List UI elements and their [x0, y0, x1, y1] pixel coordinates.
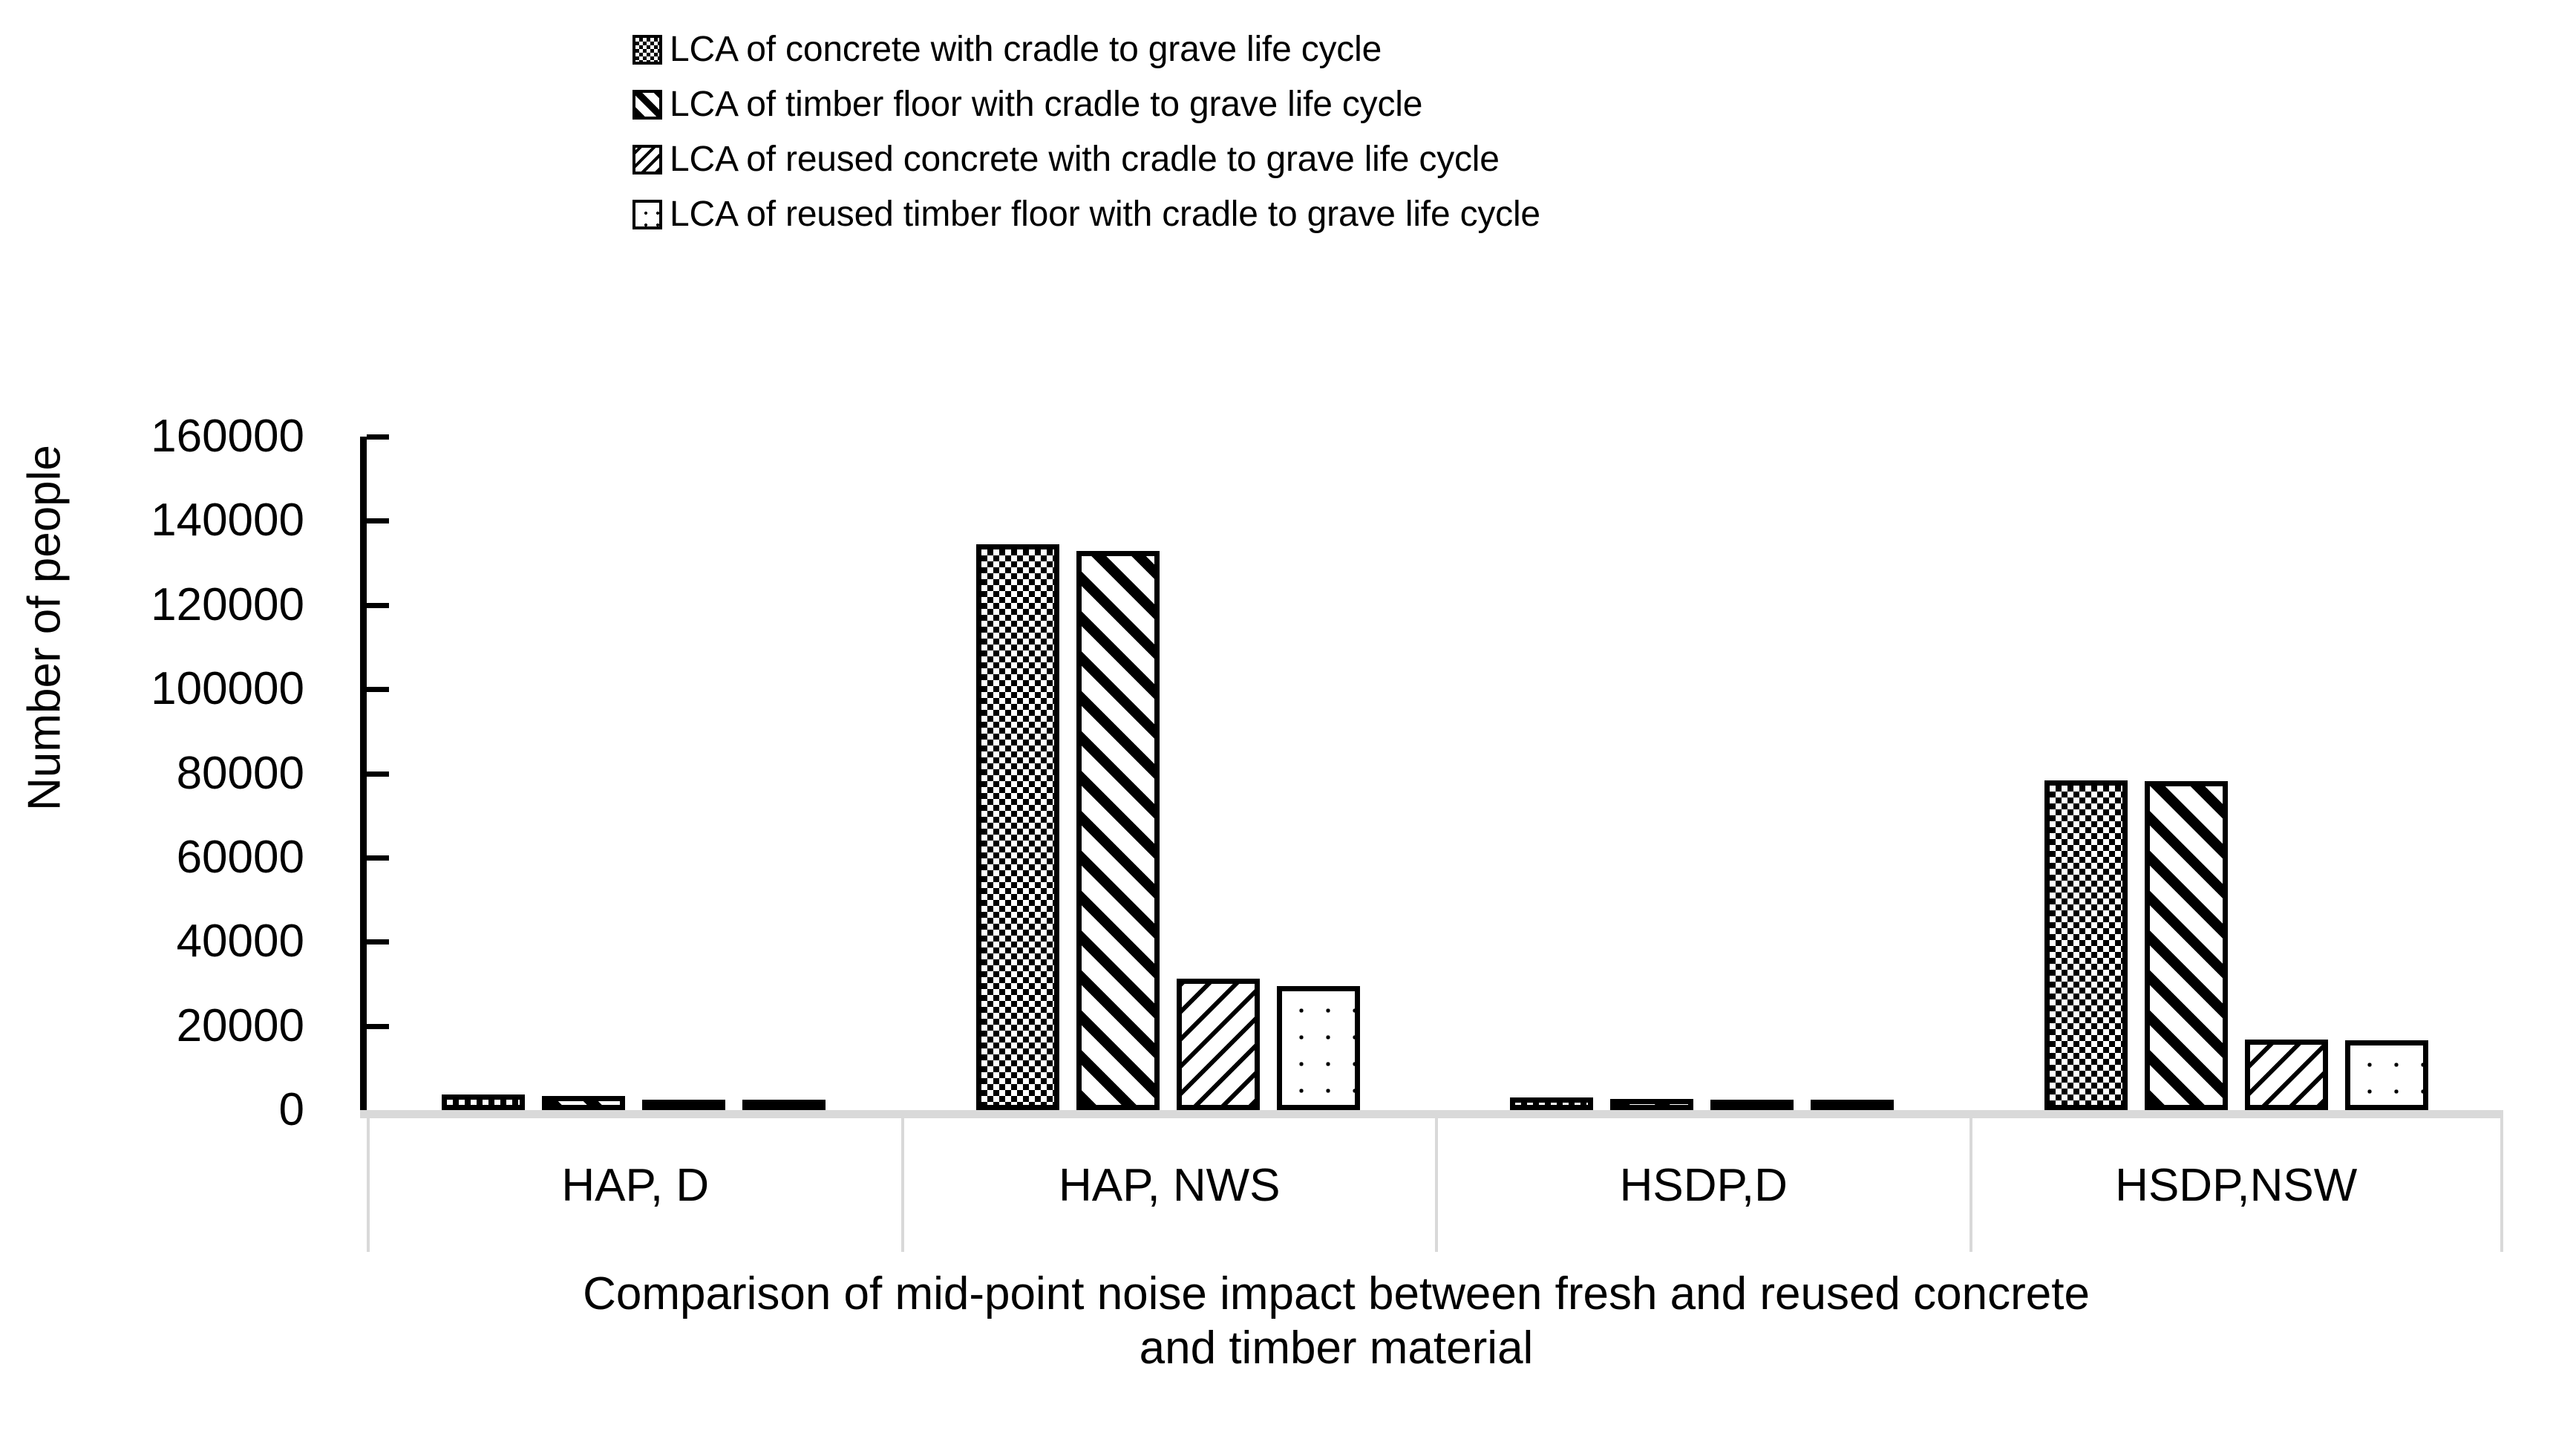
y-axis-tick-mark [367, 855, 389, 861]
legend-item: LCA of timber floor with cradle to grave… [632, 77, 2117, 132]
y-axis-tick-mark [367, 602, 389, 608]
y-axis-tick-label: 0 [278, 1084, 304, 1135]
y-axis-tick-label: 40000 [176, 916, 304, 968]
y-axis-tick-label: 20000 [176, 999, 304, 1051]
x-axis-category-cell: HAP, NWS [900, 1118, 1436, 1252]
x-axis-title-line: and timber material [1139, 1322, 1534, 1374]
y-axis-tick-label: 160000 [151, 411, 304, 462]
x-axis-category-label: HAP, D [561, 1159, 710, 1211]
bar [542, 1096, 626, 1110]
plot-area [367, 437, 2503, 1110]
bar [2044, 780, 2128, 1110]
bar-group [901, 437, 1436, 1110]
legend-swatch-dotted-icon [632, 200, 662, 229]
bar [1811, 1100, 1895, 1110]
legend-swatch-diagonal-stripe-icon [632, 90, 662, 120]
y-axis-tick-mark [367, 771, 389, 777]
x-axis-category-labels: HAP, D HAP, NWS HSDP,D HSDP,NSW [367, 1118, 2503, 1252]
legend-swatch-fine-diagonal-icon [632, 145, 662, 174]
legend-item-label: LCA of concrete with cradle to grave lif… [670, 30, 1382, 69]
bar [1076, 551, 1160, 1110]
legend-item: LCA of concrete with cradle to grave lif… [632, 22, 2117, 77]
bar [642, 1100, 726, 1110]
y-axis-tick-label: 100000 [151, 663, 304, 715]
bar [2144, 780, 2228, 1110]
y-axis-tick-label: 120000 [151, 578, 304, 630]
bar [442, 1094, 526, 1110]
y-axis-tick-label: 80000 [176, 747, 304, 799]
y-axis-tick-mark [367, 1023, 389, 1029]
legend-item: LCA of reused timber floor with cradle t… [632, 187, 2117, 242]
bar [1710, 1100, 1794, 1110]
legend-item: LCA of reused concrete with cradle to gr… [632, 132, 2117, 187]
x-axis-baseline [360, 1110, 2503, 1118]
chart-legend: LCA of concrete with cradle to grave lif… [632, 22, 2117, 242]
y-axis-tick-mark [367, 687, 389, 693]
y-axis-tick-label: 60000 [176, 831, 304, 883]
legend-item-label: LCA of reused timber floor with cradle t… [670, 195, 1540, 234]
y-axis-tick-mark [367, 518, 389, 524]
x-axis-title: Comparison of mid-point noise impact bet… [371, 1267, 2301, 1375]
bar [1276, 985, 1360, 1110]
legend-swatch-checkerboard-icon [632, 35, 662, 65]
x-axis-category-label: HSDP,NSW [2115, 1159, 2358, 1211]
x-axis-title-line: Comparison of mid-point noise impact bet… [583, 1268, 2090, 1319]
y-axis-tick-label: 140000 [151, 495, 304, 547]
x-axis-category-cell: HAP, D [367, 1118, 901, 1252]
bar-group [1969, 437, 2504, 1110]
x-axis-category-label: HSDP,D [1619, 1159, 1788, 1211]
y-axis-title: Number of people [19, 445, 71, 811]
bar-group [1435, 437, 1969, 1110]
bar [975, 544, 1059, 1110]
bar [1176, 979, 1260, 1110]
x-axis-category-cell: HSDP,NSW [1969, 1118, 2503, 1252]
y-axis-tick-mark [367, 939, 389, 945]
bar [2344, 1040, 2428, 1110]
bar [1510, 1097, 1594, 1110]
bar [2244, 1039, 2328, 1110]
y-axis-line [360, 437, 367, 1112]
x-axis-category-label: HAP, NWS [1058, 1159, 1281, 1211]
x-axis-category-cell: HSDP,D [1435, 1118, 1969, 1252]
legend-item-label: LCA of timber floor with cradle to grave… [670, 85, 1423, 124]
y-axis-tick-mark [367, 434, 389, 440]
bar [1610, 1098, 1694, 1110]
legend-item-label: LCA of reused concrete with cradle to gr… [670, 140, 1500, 179]
y-axis-tick-labels: 160000 140000 120000 100000 80000 60000 40000 2… [89, 0, 304, 1442]
bar-group [367, 437, 901, 1110]
bar [742, 1100, 826, 1110]
